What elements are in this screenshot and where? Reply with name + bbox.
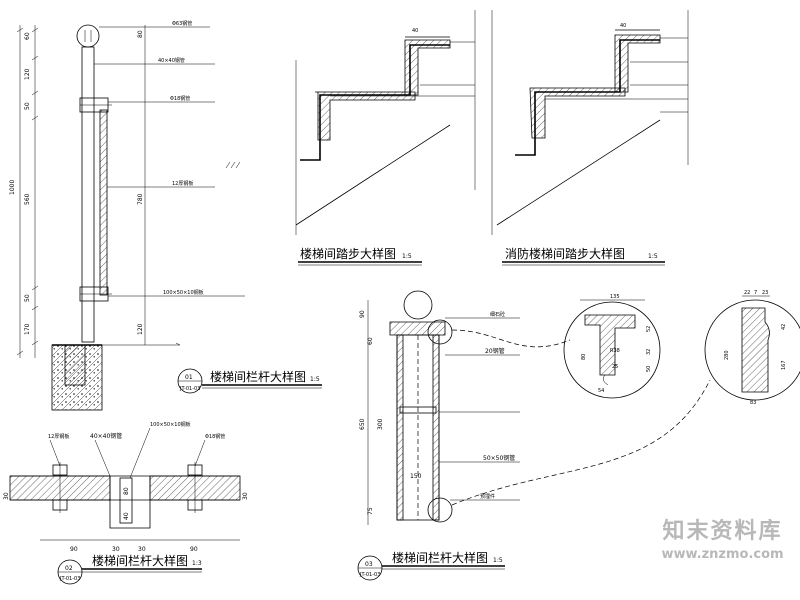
title-02: 楼梯间栏杆大样图 <box>92 553 188 568</box>
scale-03: 1:5 <box>402 253 412 260</box>
title-05: 楼梯间栏杆大样图 <box>392 550 488 565</box>
dim-120: 120 <box>24 68 31 80</box>
p2-dim-90b: 90 <box>190 546 198 553</box>
detail-a: 135 80 52 32 50 R38 54 25 <box>563 294 661 399</box>
railing-post <box>81 46 95 343</box>
db-280: 280 <box>724 350 730 360</box>
dim-1000: 1000 <box>9 180 16 195</box>
vertical-bar <box>99 109 108 296</box>
db-83: 83 <box>750 400 756 406</box>
label-top-pipe: Φ63钢管 <box>172 20 192 27</box>
p2-dim-30d: 30 <box>242 492 249 500</box>
detail-callout-bottom <box>427 497 453 523</box>
badge-ref-02: JT-01-03 <box>59 576 80 582</box>
p2-dim-30c: 30 <box>3 492 10 500</box>
scale-04: 1:5 <box>648 253 658 260</box>
scale-05: 1:5 <box>493 557 503 564</box>
d5-label-top: 20钢管 <box>485 347 505 355</box>
db-7: 7 <box>754 290 757 296</box>
stair-tread-04: 40 消防楼梯间踏步大样图 1:5 <box>491 10 689 266</box>
watermark-url: www.znzmo.com <box>661 547 784 562</box>
handrail-circle <box>76 24 100 48</box>
label-twelve: 12厚钢板 <box>172 180 193 187</box>
da-32: 32 <box>646 349 652 355</box>
d5-dim-300: 300 <box>377 418 384 430</box>
d5-dim-90: 90 <box>359 310 366 318</box>
p2-dim-40: 40 <box>123 512 130 520</box>
label-bolt: Φ18钢管 <box>170 95 190 102</box>
p2-label-twelve: 12厚钢板 <box>48 433 69 440</box>
railing-elevation-01: 60 120 50 560 50 170 1000 80 780 120 Φ63… <box>9 20 322 411</box>
badge-num-03: 03 <box>365 561 373 568</box>
p2-label-bolt: Φ18钢管 <box>205 433 225 440</box>
da-54: 54 <box>598 388 604 394</box>
dim-120b: 120 <box>137 323 144 335</box>
stair-tread-03: 40 楼梯间踏步大样图 1:5 <box>295 10 476 266</box>
p2-label-plate: 100×50×10钢板 <box>150 421 191 428</box>
p2-dim-80: 80 <box>123 487 130 495</box>
da-80: 80 <box>581 354 587 360</box>
badge-ref-03: JT-01-03 <box>359 572 380 578</box>
db-42: 42 <box>781 324 787 330</box>
watermark-brand: 知末资料库 <box>662 519 783 544</box>
d5-label-bar: 50×50钢管 <box>483 454 515 462</box>
da-25: 25 <box>612 364 618 370</box>
title-01: 楼梯间栏杆大样图 <box>210 369 306 384</box>
d3-top: 40 <box>412 28 418 34</box>
scale-01: 1:5 <box>310 376 320 383</box>
da-r38: R38 <box>610 348 620 354</box>
db-167: 167 <box>781 360 787 370</box>
break-marks <box>225 161 241 169</box>
label-plate: 100×50×10钢板 <box>163 289 204 296</box>
db-23: 23 <box>762 290 768 296</box>
dim-60: 60 <box>24 32 31 40</box>
p2-label-bar: 40×40钢管 <box>90 432 122 440</box>
badge-num-01: 01 <box>185 374 193 381</box>
railing-plan-02: 12厚钢板 40×40钢管 100×50×10钢板 Φ18钢管 90 30 30… <box>3 421 249 585</box>
detail-b: 22 7 23 280 42 167 83 <box>704 290 800 406</box>
d5-label-a: 细石砼 <box>490 311 505 318</box>
label-bar: 40×40钢管 <box>158 57 185 64</box>
title-04: 消防楼梯间踏步大样图 <box>505 246 625 261</box>
d5-dim-75: 75 <box>367 507 374 515</box>
dim-50b: 50 <box>24 294 31 302</box>
p2-dim-30a: 30 <box>112 546 120 553</box>
d4-top: 40 <box>620 23 626 29</box>
scale-02: 1:3 <box>192 560 202 567</box>
db-top: 22 <box>744 290 750 296</box>
dim-50: 50 <box>24 102 31 110</box>
detail-callout-top <box>427 319 453 345</box>
badge-num-02: 02 <box>65 565 73 572</box>
d5-dim-150: 150 <box>410 473 422 480</box>
dim-170: 170 <box>24 323 31 335</box>
title-03: 楼梯间踏步大样图 <box>300 246 396 261</box>
d5-label-b: 预埋件 <box>480 493 495 500</box>
da-52: 52 <box>646 326 652 332</box>
da-50: 50 <box>646 366 652 372</box>
p2-dim-90a: 90 <box>70 546 78 553</box>
dim-560: 560 <box>24 193 31 205</box>
d5-dim-60: 60 <box>367 337 374 345</box>
da-135: 135 <box>610 294 620 300</box>
p2-dim-30b: 30 <box>138 546 146 553</box>
watermark: 知末资料库 www.znzmo.com <box>650 513 795 562</box>
dim-780: 780 <box>137 193 144 205</box>
railing-section-03: 90 60 650 300 75 150 细石砼 20钢管 50×50钢管 预埋… <box>357 290 711 581</box>
badge-ref-01: JT-01-03 <box>179 386 200 392</box>
d5-dim-650: 650 <box>359 418 366 430</box>
dim-80: 80 <box>137 30 144 38</box>
